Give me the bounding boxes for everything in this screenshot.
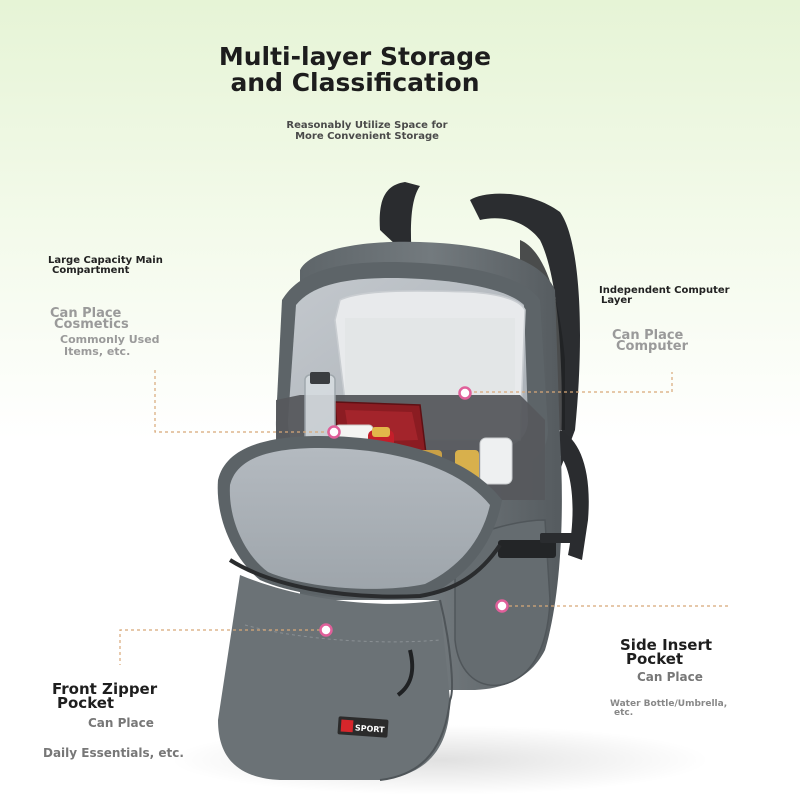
marker-computer [458,386,472,400]
callout-front-title-line-2: Pocket [57,694,115,712]
marker-side [495,599,509,613]
brand-label-text: SPORT [355,723,386,734]
callout-computer-head-line-2: Computer [616,339,689,354]
callout-side-title-line-2: Pocket [626,650,684,668]
brand-label-mark [340,719,354,733]
leader-computer [468,372,673,393]
marker-main [327,425,341,439]
subheadline-line-2: More Convenient Storage [295,131,439,142]
front-pocket-body [218,575,450,780]
callout-main-detail: Commonly Used Items, etc. [60,334,160,358]
callout-main-detail-line-2: Items, etc. [64,345,131,358]
callout-front-title-line-1: Front Zipper [52,680,158,698]
buckle-strap [540,533,580,543]
callout-main-head-line-1: Can Place [50,306,122,321]
glass-bottle-cap [310,372,330,384]
headline-line-2: and Classification [230,68,480,97]
front-flap-lining [229,448,490,589]
callout-side-detail-line-1: Water Bottle/Umbrella, [610,699,728,709]
callout-side-title-line-1: Side Insert [620,636,713,654]
callout-computer-title: Independent Computer Layer [599,286,730,306]
callout-main-title: Large Capacity Main Compartment [48,256,163,276]
callout-main-head: Can Place Cosmetics [50,306,129,332]
callout-side-detail: Water Bottle/Umbrella, etc. [610,700,727,718]
front-pocket-edge [379,599,453,781]
callout-side-title: Side Insert Pocket [620,636,713,668]
subheadline-line-1: Reasonably Utilize Space for [286,120,448,131]
callout-main-title-line-1: Large Capacity Main [48,255,163,266]
callout-computer-title-line-1: Independent Computer [599,285,730,296]
marker-front [319,623,333,637]
subheadline: Reasonably Utilize Space for More Conven… [262,120,472,142]
callout-front-detail: Daily Essentials, etc. [43,746,184,760]
callout-main-head-line-2: Cosmetics [54,317,129,332]
zipper-edge [228,543,502,599]
back-strap-left [379,182,420,260]
side-buckle [498,540,556,558]
callout-front-title: Front Zipper Pocket [52,680,158,712]
callout-computer-head: Can Place Computer [612,328,689,354]
leader-front [119,629,326,665]
back-strap-right [470,193,580,470]
leader-main [154,370,330,433]
callout-main-detail-line-1: Commonly Used [60,333,160,346]
callout-computer-head-line-1: Can Place [612,328,684,343]
front-pocket-stitch [244,624,441,643]
callout-main-title-line-2: Compartment [52,265,130,276]
callout-computer-title-line-2: Layer [601,295,633,306]
side-handle [556,430,589,560]
red-cylinder-cap [372,427,390,437]
callout-front-head: Can Place [88,716,154,730]
white-cylinder [479,437,513,485]
zipper-pull [396,649,415,697]
headline: Multi-layer Storage and Classification [190,44,520,96]
callout-side-detail-line-2: etc. [614,708,634,718]
headline-line-1: Multi-layer Storage [218,42,492,71]
callout-side-head: Can Place [637,670,703,684]
